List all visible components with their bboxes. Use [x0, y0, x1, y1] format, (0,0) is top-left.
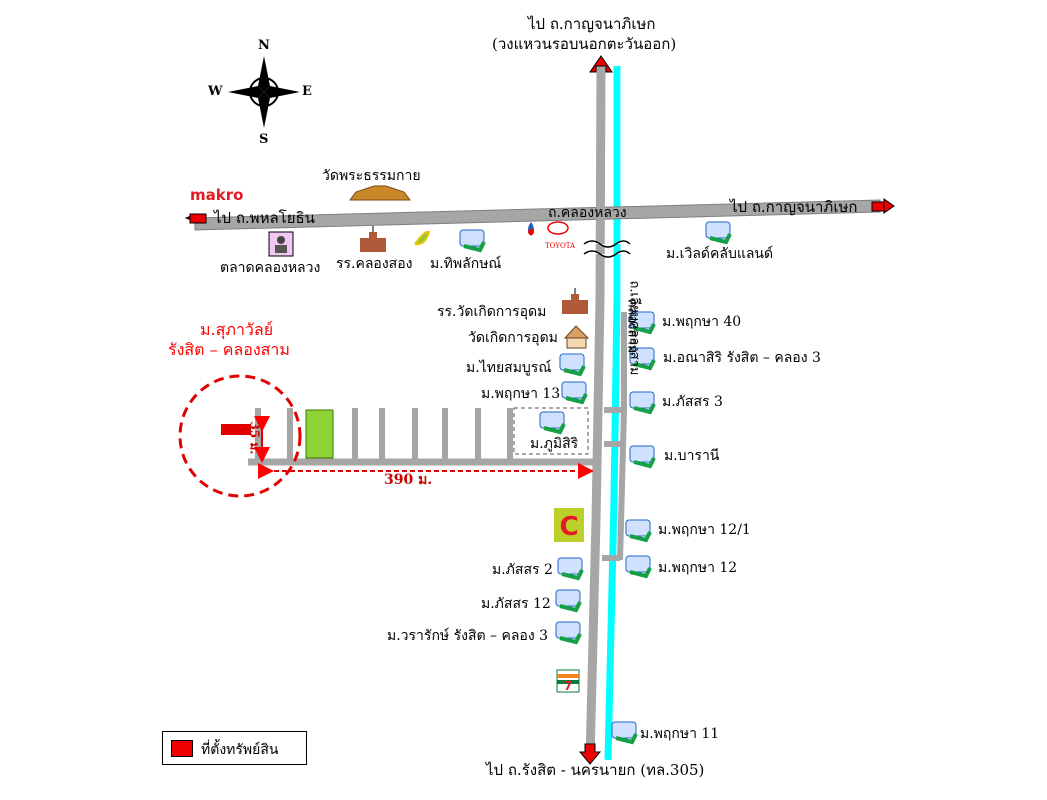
phumisiri-label: ม.ภูมิสิริ: [530, 436, 579, 452]
thaisomboon-label: ม.ไทยสมบูรณ์: [466, 360, 552, 376]
pruksa13-label: ม.พฤกษา 13: [481, 386, 561, 402]
property-circle: [178, 374, 302, 498]
pruksa40-label: ม.พฤกษา 40: [662, 314, 742, 330]
school2-label: รร.วัดเกิดการอุดม: [437, 304, 547, 320]
worldclub-label: ม.เวิลด์คลับแลนด์: [666, 246, 774, 262]
temple2-icon: [563, 325, 590, 349]
vertical-road: [585, 65, 606, 761]
north-destination-sub: (วงแหวนรอบนอกตะวันออก): [492, 35, 677, 53]
vararak-label: ม.วรารักษ์ รังสิต – คลอง 3: [387, 628, 549, 644]
canal-label: คลองสาม: [624, 298, 640, 354]
temple2-label: วัดเกิดการอุดม: [468, 330, 558, 346]
east-destination: ไป ถ.กาญจนาภิเษก: [730, 198, 858, 216]
svg-text:C: C: [559, 512, 578, 542]
passorn3-label: ม.ภัสสร 3: [662, 394, 723, 410]
canal-line: [604, 66, 621, 761]
phumisiri-box: [513, 407, 589, 455]
property-marker: [221, 424, 251, 435]
compass-w: W: [208, 84, 223, 99]
market-icon: [275, 236, 287, 253]
compass-s: S: [259, 132, 269, 147]
compass-e: E: [302, 84, 312, 99]
pruksa12-1-label: ม.พฤกษา 12/1: [658, 522, 751, 538]
property-name: ม.สุภาวัลย์: [200, 320, 274, 339]
road-break: [583, 240, 631, 258]
main-road: [194, 199, 881, 231]
east-arrow-red: [871, 198, 895, 214]
legend-swatch: [171, 740, 193, 757]
compass-n: N: [258, 38, 270, 53]
distance-vertical: 35 ม.: [247, 421, 262, 455]
pruksa12-label: ม.พฤกษา 12: [658, 560, 738, 576]
property-sub: รังสิต – คลองสาม: [168, 340, 290, 359]
west-arrow-red: [184, 213, 207, 224]
compass-rose: [228, 56, 300, 128]
ptt-icon: [528, 222, 534, 236]
village-icons: [459, 221, 732, 745]
legend-label: ที่ตั้งทรัพย์สิน: [201, 742, 279, 758]
distance-horizontal: 390 ม.: [384, 472, 433, 488]
school-icon-1: [360, 226, 386, 252]
legend: ที่ตั้งทรัพย์สิน: [162, 731, 307, 765]
west-destination: ไป ถ.พหลโยธิน: [214, 209, 315, 227]
barani-label: ม.บารานี: [664, 448, 720, 464]
north-destination: ไป ถ.กาญจนาภิเษก: [528, 15, 656, 33]
makro-logo: makro: [190, 186, 244, 204]
seven-eleven-icon: 7: [556, 669, 580, 693]
main-road-label: ถ.คลองหลวง: [548, 205, 627, 221]
toyota-label: TOYOTA: [545, 242, 576, 250]
bigc-icon: C: [554, 508, 584, 542]
south-destination: ไป ถ.รังสิต - นครนายก (ทล.305): [486, 761, 705, 779]
toyota-icon: [547, 221, 569, 235]
land-plot: [305, 409, 334, 459]
bp-icon: [414, 230, 431, 246]
school-icon-2: [562, 288, 588, 314]
school-label: รร.คลองสอง: [336, 256, 413, 272]
tipalak-label: ม.ทิพลักษณ์: [430, 256, 502, 272]
north-arrow-red: [589, 55, 613, 73]
passorn2-label: ม.ภัสสร 2: [492, 562, 553, 578]
pruksa11-label: ม.พฤกษา 11: [640, 726, 720, 742]
market-label: ตลาดคลองหลวง: [220, 260, 321, 276]
anasiri-label: ม.อณาสิริ รังสิต – คลอง 3: [663, 350, 821, 366]
temple-label: วัดพระธรรมกาย: [322, 168, 421, 184]
passorn12-label: ม.ภัสสร 12: [481, 596, 551, 612]
south-arrow-red: [578, 743, 602, 765]
svg-text:7: 7: [564, 679, 572, 693]
temple-icon: [349, 185, 411, 201]
